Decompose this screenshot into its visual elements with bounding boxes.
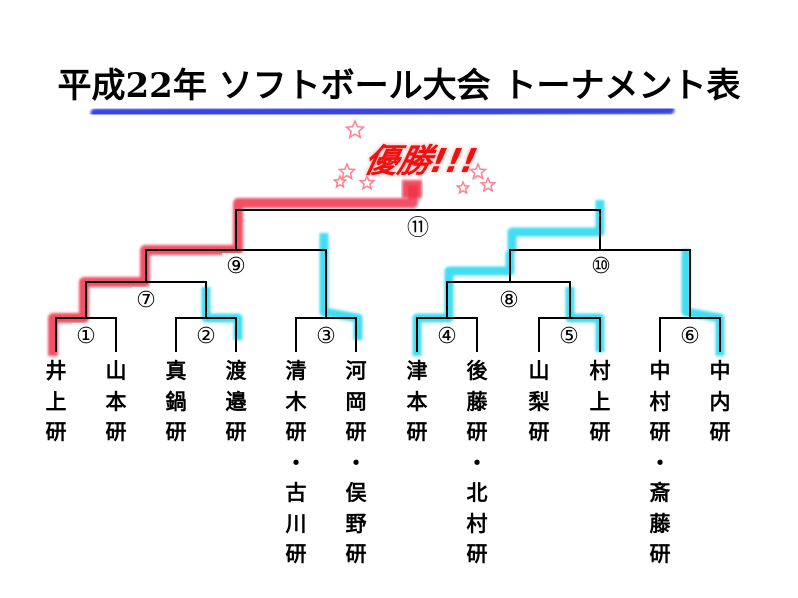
loser-path-10 — [507, 200, 605, 252]
star-icon — [337, 162, 357, 181]
star-icon — [455, 180, 471, 195]
team-name-char: 鍋 — [165, 389, 187, 414]
team-name-char: 村 — [649, 389, 671, 414]
team-name-char: 上 — [45, 389, 67, 414]
team-name-char: 岡 — [345, 389, 367, 414]
winner-block — [402, 180, 422, 198]
team-name-char: 梨 — [528, 389, 550, 414]
team-9: 山梨研 — [525, 356, 553, 448]
match-number-3: ③ — [312, 323, 340, 351]
team-name-char: 上 — [589, 389, 611, 414]
team-name-char: 研 — [105, 420, 127, 444]
team-name-char: 研 — [649, 420, 671, 444]
team-name-char: 後 — [466, 359, 488, 383]
star-icon — [479, 176, 497, 193]
team-name-char: 研 — [466, 420, 488, 444]
match-number-1: ① — [72, 323, 100, 351]
team-name-char: 山 — [528, 359, 550, 383]
match-number-10: ⑩ — [587, 253, 615, 281]
star-icon — [332, 174, 348, 189]
team-name-char: 村 — [589, 359, 611, 383]
match-number-4: ④ — [433, 323, 461, 351]
team-name-char: 研 — [45, 420, 67, 444]
team-name-char: 渡 — [225, 359, 247, 383]
match-number-8: ⑧ — [495, 287, 523, 315]
match-number-9: ⑨ — [222, 253, 250, 281]
match-number-11: ⑪ — [404, 215, 432, 243]
team-name-char: ・ — [285, 450, 307, 475]
team-name-char: 川 — [285, 511, 307, 536]
team-name-char: 俣 — [345, 481, 367, 505]
title-underline — [90, 105, 675, 118]
star-icon — [344, 119, 366, 139]
team-11: 中村研・斎藤研 — [646, 356, 674, 570]
team-name-char: 真 — [165, 359, 187, 383]
team-10: 村上研 — [586, 356, 614, 448]
team-name-char: 研 — [225, 420, 247, 444]
team-name-char: 研 — [466, 542, 488, 566]
team-3: 真鍋研 — [162, 356, 190, 448]
team-name-char: 邉 — [225, 389, 247, 414]
team-name-char: ・ — [466, 450, 488, 475]
team-name-char: ・ — [649, 450, 671, 475]
team-name-char: 研 — [285, 542, 307, 566]
team-name-char: 北 — [466, 481, 488, 505]
team-name-char: 村 — [466, 511, 488, 536]
team-name-char: 研 — [528, 420, 550, 444]
team-6: 河岡研・俣野研 — [342, 356, 370, 570]
team-2: 山本研 — [102, 356, 130, 448]
team-5: 清木研・古川研 — [282, 356, 310, 570]
bracket-black-lines — [55, 209, 721, 352]
team-name-char: 中 — [709, 359, 731, 383]
team-name-char: 本 — [105, 389, 127, 414]
winner-label: 優勝!!! — [361, 141, 481, 180]
team-name-char: ・ — [345, 450, 367, 475]
team-7: 津本研 — [403, 356, 431, 448]
team-name-char: 研 — [589, 420, 611, 444]
star-decorations — [332, 119, 497, 195]
match-number-7: ⑦ — [132, 287, 160, 315]
team-name-char: 研 — [649, 542, 671, 566]
loser-paths — [201, 200, 725, 356]
match-number-6: ⑥ — [676, 323, 704, 351]
team-name-char: 古 — [285, 481, 307, 505]
team-12: 中内研 — [706, 356, 734, 448]
star-icon — [358, 174, 376, 191]
loser-path-3 — [319, 233, 363, 340]
team-name-char: 研 — [165, 420, 187, 444]
team-name-char: 研 — [285, 420, 307, 444]
team-name-char: 本 — [406, 389, 428, 414]
team-name-char: 津 — [406, 359, 428, 383]
star-icon — [468, 162, 488, 181]
team-name-char: 研 — [345, 542, 367, 566]
team-8: 後藤研・北村研 — [463, 356, 491, 570]
team-name-char: 内 — [709, 389, 731, 414]
team-name-char: 井 — [45, 359, 67, 383]
team-name-char: 河 — [345, 359, 367, 383]
team-name-char: 藤 — [466, 389, 488, 414]
team-4: 渡邉研 — [222, 356, 250, 448]
team-name-char: 山 — [105, 359, 127, 383]
team-name-char: 木 — [285, 389, 307, 414]
team-name-char: 藤 — [649, 511, 671, 536]
team-name-char: 野 — [345, 511, 367, 536]
team-name-char: 斎 — [649, 481, 671, 505]
team-1: 井上研 — [42, 356, 70, 448]
team-name-char: 清 — [285, 359, 307, 383]
team-name-char: 研 — [709, 420, 731, 444]
match-number-5: ⑤ — [555, 323, 583, 351]
match-number-2: ② — [192, 323, 220, 351]
page-title: 平成22年 ソフトボール大会 トーナメント表 — [57, 66, 741, 106]
team-name-char: 研 — [345, 420, 367, 444]
team-name-char: 研 — [406, 420, 428, 444]
team-name-char: 中 — [649, 359, 671, 383]
